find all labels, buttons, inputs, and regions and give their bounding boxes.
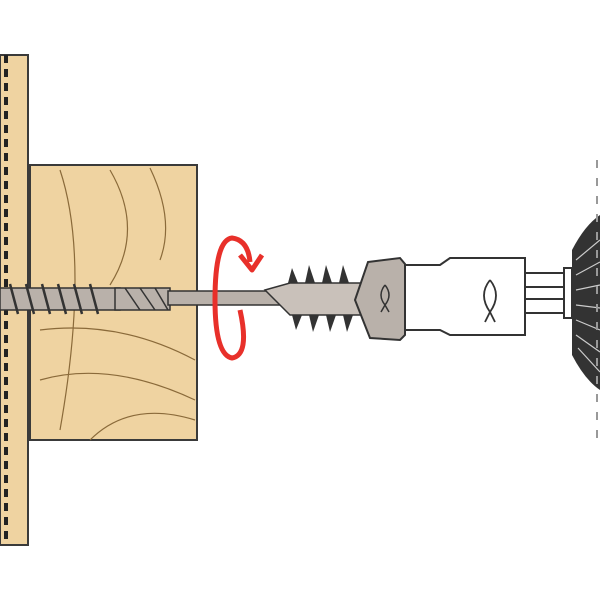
rotation-arrow-icon (212, 235, 265, 361)
drill-chuck (563, 215, 600, 390)
bit-holder-head (353, 256, 406, 342)
anchor-plug (263, 265, 366, 332)
fish-logo-icon (380, 284, 390, 313)
screw (0, 283, 171, 315)
fish-logo-icon (483, 279, 497, 323)
sleeve (404, 257, 526, 336)
chuck-stem (524, 272, 568, 314)
